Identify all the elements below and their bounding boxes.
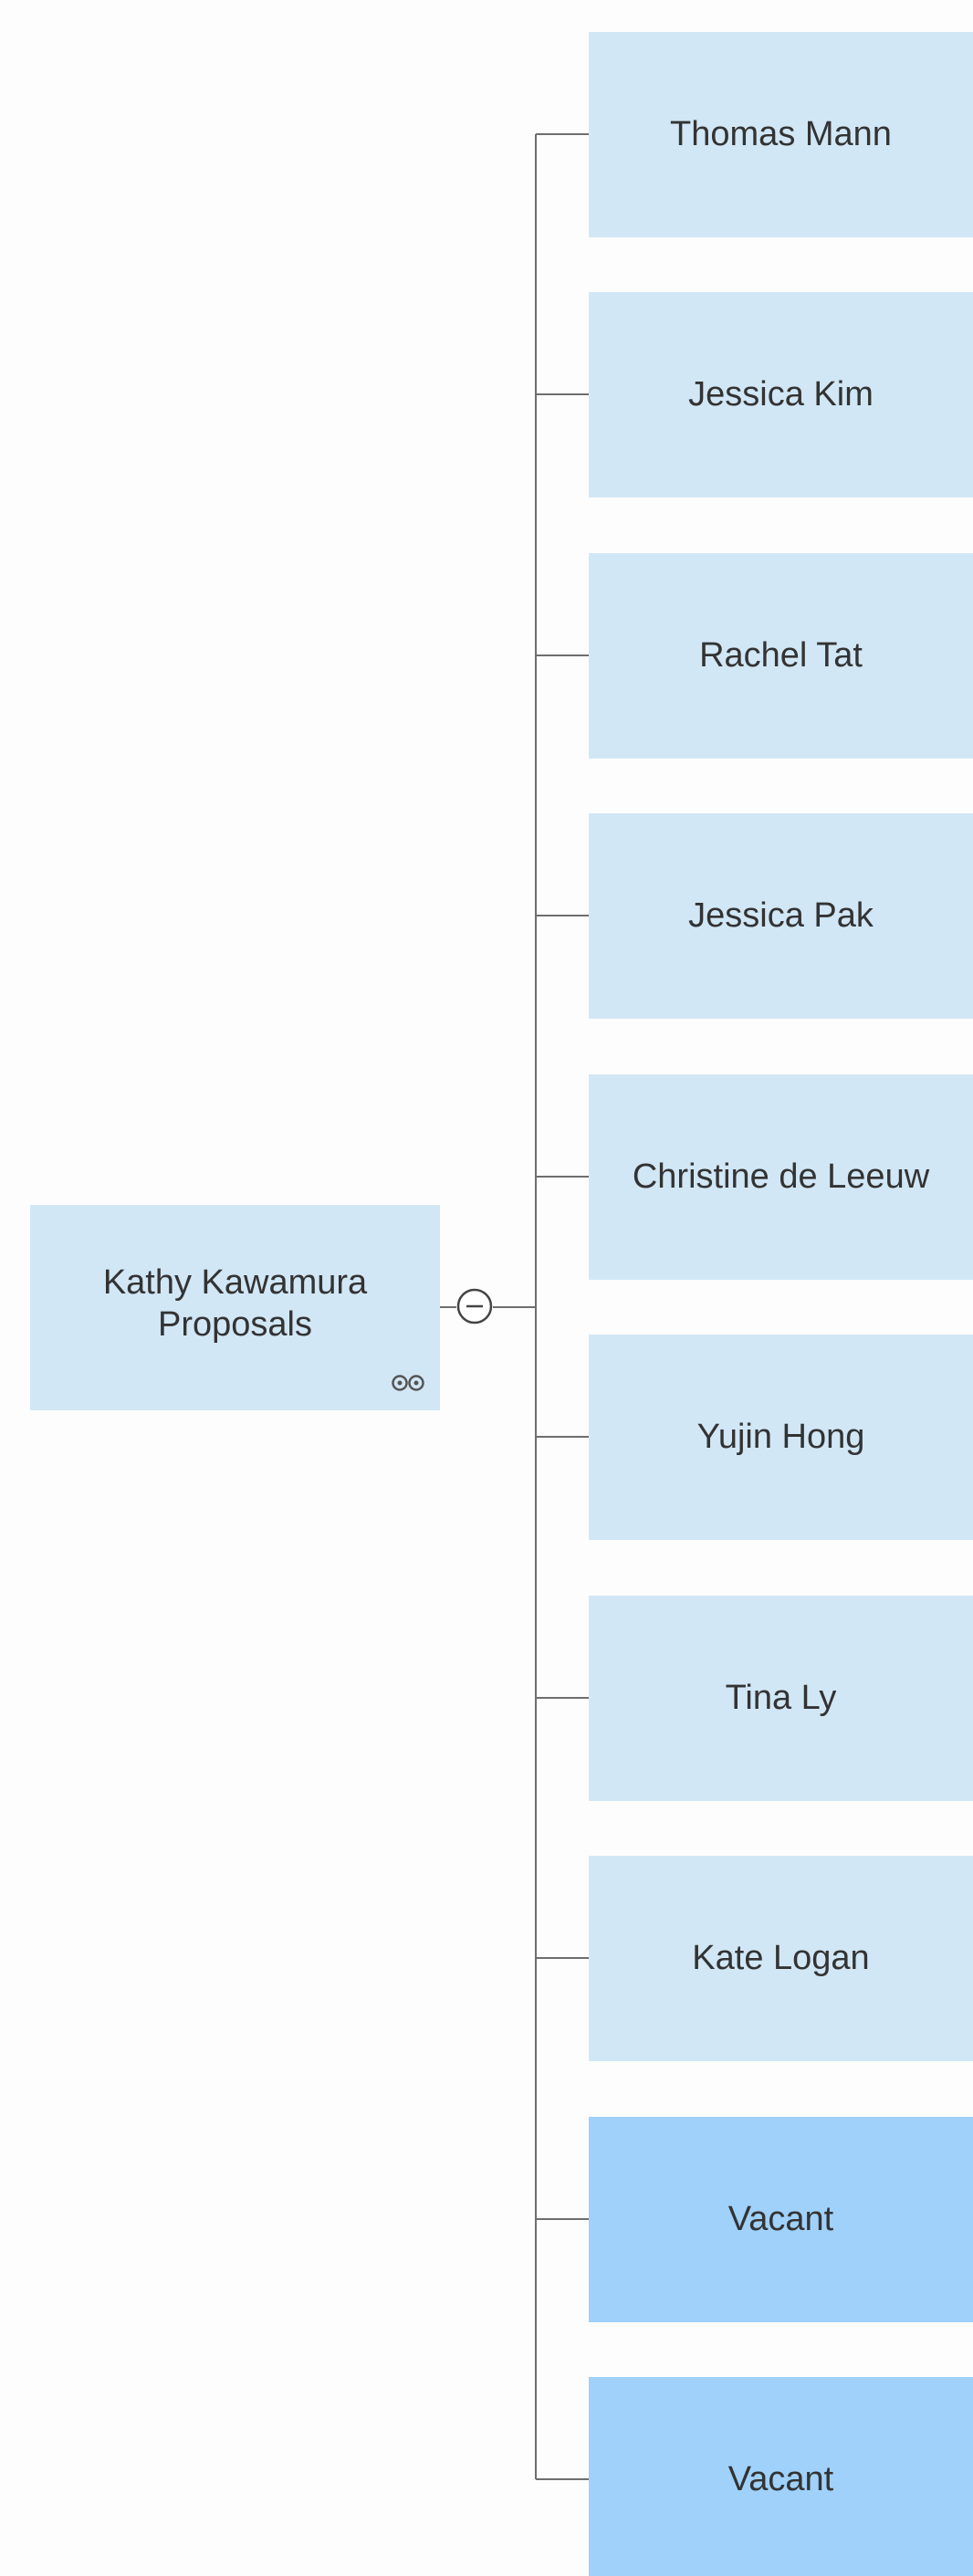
child-node-tina-ly[interactable]: Tina Ly: [589, 1596, 973, 1801]
root-node[interactable]: Kathy Kawamura Proposals: [30, 1205, 440, 1410]
child-node-vacant-1[interactable]: Vacant: [589, 2117, 973, 2322]
link-icon[interactable]: [389, 1374, 427, 1392]
child-name: Jessica Kim: [688, 374, 874, 414]
child-node-rachel-tat[interactable]: Rachel Tat: [589, 553, 973, 759]
child-name: Rachel Tat: [699, 635, 863, 675]
root-department: Proposals: [158, 1304, 312, 1344]
child-name: Christine de Leeuw: [632, 1157, 930, 1196]
child-node-thomas-mann[interactable]: Thomas Mann: [589, 32, 973, 237]
child-name: Thomas Mann: [670, 114, 892, 153]
child-name: Jessica Pak: [688, 895, 874, 935]
child-name: Tina Ly: [725, 1678, 837, 1717]
collapse-minus-icon[interactable]: [456, 1288, 493, 1325]
child-node-vacant-2[interactable]: Vacant: [589, 2377, 973, 2576]
child-name: Kate Logan: [692, 1938, 870, 1977]
child-node-kate-logan[interactable]: Kate Logan: [589, 1856, 973, 2061]
child-node-jessica-pak[interactable]: Jessica Pak: [589, 813, 973, 1019]
child-node-yujin-hong[interactable]: Yujin Hong: [589, 1335, 973, 1540]
root-name: Kathy Kawamura: [102, 1262, 368, 1302]
child-name: Vacant: [727, 2459, 834, 2498]
child-node-christine-de-leeuw[interactable]: Christine de Leeuw: [589, 1074, 973, 1280]
child-name: Vacant: [727, 2199, 834, 2238]
child-name: Yujin Hong: [696, 1417, 865, 1456]
root-label: Kathy Kawamura Proposals: [103, 1262, 367, 1353]
child-node-jessica-kim[interactable]: Jessica Kim: [589, 292, 973, 497]
